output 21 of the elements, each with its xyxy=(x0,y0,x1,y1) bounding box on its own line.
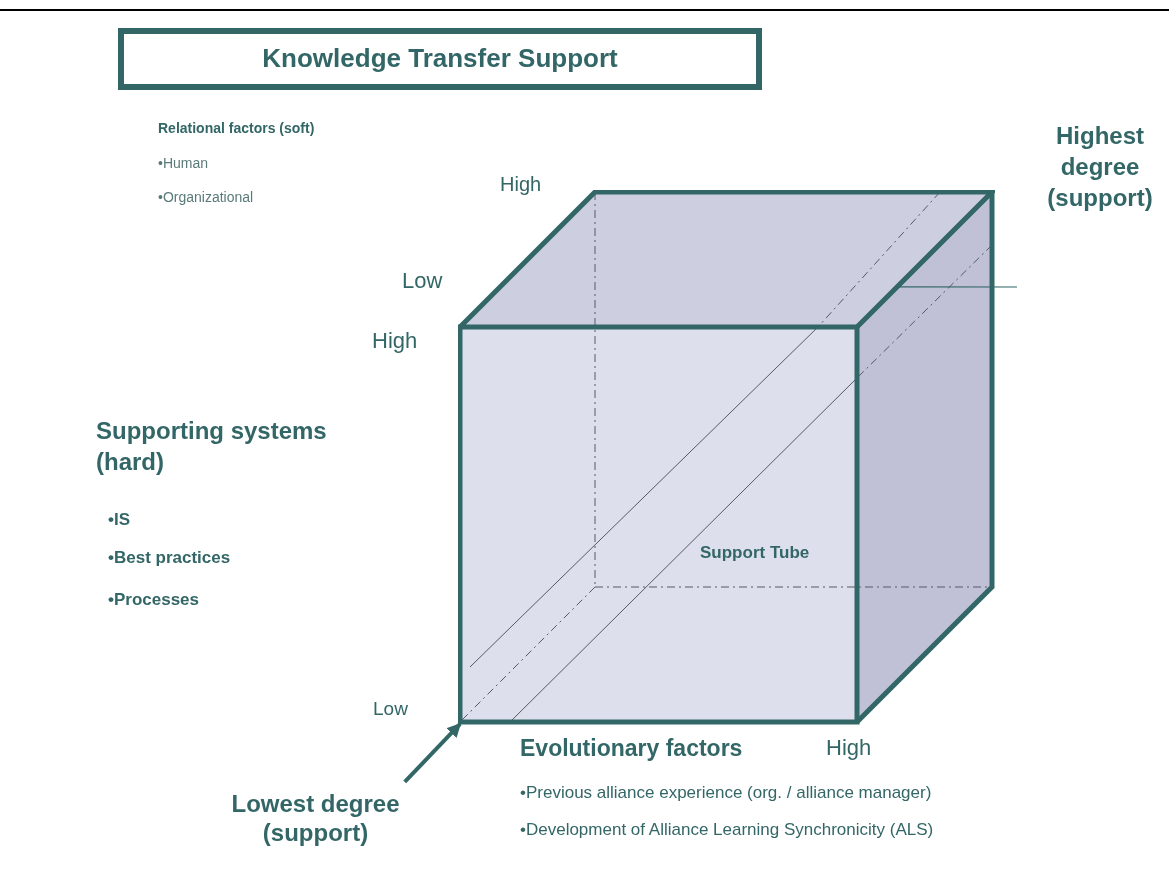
axis-label: High xyxy=(826,735,872,762)
axis-label: Low xyxy=(402,268,443,295)
callout-label: Lowest degree (support) xyxy=(230,790,401,848)
leader-line xyxy=(897,286,1018,288)
axis-label: High xyxy=(500,172,542,196)
list-item: •Human xyxy=(158,155,209,172)
list-item: •Previous alliance experience (org. / alliance manager) xyxy=(520,783,932,804)
axis-label: High xyxy=(372,328,418,355)
list-item: •Development of Alliance Learning Synchronicity (ALS) xyxy=(520,820,934,841)
arrow xyxy=(403,722,462,784)
heading: Relational factors (soft) xyxy=(158,120,315,137)
list-item: •Organizational xyxy=(158,189,254,206)
list-item: •Best practices xyxy=(108,548,231,569)
title-box: Knowledge Transfer Support xyxy=(118,28,762,90)
list-item: •Processes xyxy=(108,590,200,611)
tube-label: Support Tube xyxy=(700,543,810,564)
heading: Supporting systems (hard) xyxy=(96,416,328,478)
axis-label: Low xyxy=(373,698,408,721)
callout-label: Highest degree (support) xyxy=(1046,121,1154,214)
heading: Evolutionary factors xyxy=(520,735,743,763)
list-item: •IS xyxy=(108,510,130,531)
